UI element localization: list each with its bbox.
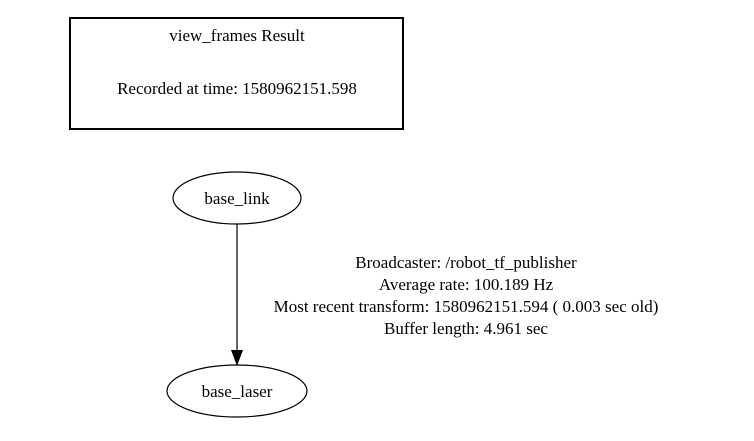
result-header-box: view_frames Result Recorded at time: 158… (69, 17, 404, 130)
edge-label: Broadcaster: /robot_tf_publisher Average… (274, 253, 659, 338)
frame-node-label: base_laser (202, 382, 273, 401)
result-box-border (69, 17, 404, 130)
frame-node-base-laser[interactable]: base_laser (166, 364, 308, 418)
edge-buffer-length-label: Buffer length: 4.961 sec (384, 319, 548, 338)
edge-arrowhead (231, 350, 243, 366)
result-title: view_frames Result (169, 26, 305, 45)
transform-edge (231, 224, 243, 366)
edge-average-rate-label: Average rate: 100.189 Hz (379, 275, 554, 294)
edge-recent-transform-label: Most recent transform: 1580962151.594 ( … (274, 297, 659, 316)
frame-node-ellipse (166, 364, 308, 418)
recorded-time-label: Recorded at time: 1580962151.598 (117, 79, 357, 98)
frame-node-label: base_link (204, 189, 270, 208)
frame-node-base-link[interactable]: base_link (172, 171, 302, 225)
edge-broadcaster-label: Broadcaster: /robot_tf_publisher (355, 253, 577, 272)
